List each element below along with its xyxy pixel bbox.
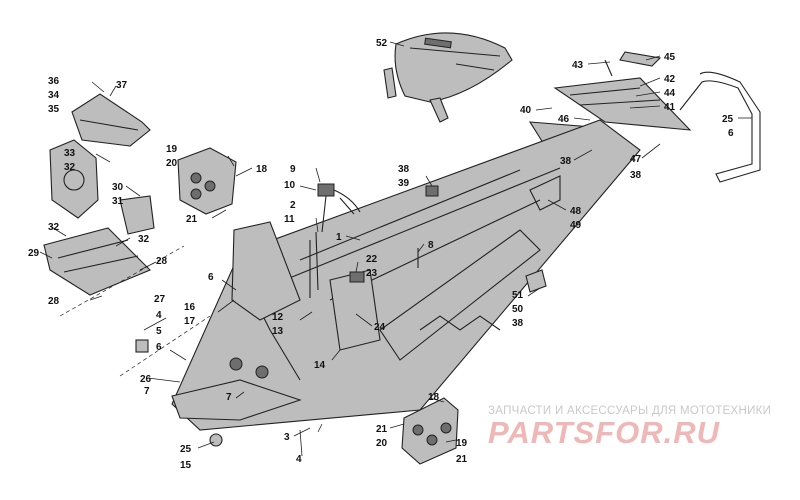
callout-label: 6 bbox=[728, 128, 734, 139]
callout-label: 33 bbox=[64, 148, 76, 159]
callout-label: 5 bbox=[156, 326, 162, 337]
callout-label: 14 bbox=[314, 360, 326, 371]
callout-label: 48 bbox=[570, 206, 582, 217]
callout-label: 29 bbox=[28, 248, 40, 259]
callout-label: 21 bbox=[456, 454, 468, 465]
callout-label: 49 bbox=[570, 220, 582, 231]
callout-label: 39 bbox=[398, 178, 410, 189]
callout-label: 47 bbox=[630, 154, 642, 165]
watermark-subtitle: ЗАПЧАСТИ И АКСЕССУАРЫ ДЛЯ МОТОТЕХНИКИ bbox=[488, 405, 772, 417]
side-panel-upper bbox=[177, 147, 237, 215]
callout-label: 31 bbox=[112, 196, 124, 207]
callout-label: 36 bbox=[48, 76, 60, 87]
callout-label: 1 bbox=[336, 232, 342, 243]
callout-label: 7 bbox=[144, 386, 150, 397]
leader-lines bbox=[39, 41, 752, 457]
callout-label: 7 bbox=[226, 392, 232, 403]
callout-label: 22 bbox=[366, 254, 378, 265]
callout-label: 3 bbox=[284, 432, 290, 443]
callout-label: 26 bbox=[140, 374, 152, 385]
callout-label: 8 bbox=[428, 240, 434, 251]
callout-label: 20 bbox=[376, 438, 388, 449]
callout-label: 38 bbox=[560, 156, 572, 167]
callout-label: 44 bbox=[664, 88, 676, 99]
seat-part bbox=[383, 32, 513, 123]
group-boundary bbox=[59, 245, 211, 377]
callout-label: 15 bbox=[180, 460, 192, 471]
callout-label: 19 bbox=[166, 144, 178, 155]
callout-label: 38 bbox=[398, 164, 410, 175]
callout-label: 17 bbox=[184, 316, 196, 327]
callout-label: 18 bbox=[428, 392, 440, 403]
callout-label: 20 bbox=[166, 158, 178, 169]
callout-label: 41 bbox=[664, 102, 676, 113]
chassis-frame bbox=[171, 119, 641, 431]
callout-label: 16 bbox=[184, 302, 196, 313]
callout-label: 4 bbox=[296, 454, 302, 465]
side-panel-lower bbox=[401, 397, 459, 465]
callout-label: 19 bbox=[456, 438, 468, 449]
harness-part bbox=[309, 183, 361, 298]
callout-label: 18 bbox=[256, 164, 268, 175]
callout-label: 40 bbox=[520, 105, 532, 116]
callout-label: 11 bbox=[284, 214, 295, 225]
callout-label: 13 bbox=[272, 326, 284, 337]
callout-label: 51 bbox=[512, 290, 524, 301]
callout-label: 10 bbox=[284, 180, 296, 191]
callout-label: 12 bbox=[272, 312, 284, 323]
callout-label: 25 bbox=[722, 114, 734, 125]
callout-label: 24 bbox=[374, 322, 386, 333]
watermark-logo: PARTSFOR.RU bbox=[488, 415, 721, 450]
callout-label: 28 bbox=[48, 296, 60, 307]
callout-label: 34 bbox=[48, 90, 60, 101]
callout-label: 30 bbox=[112, 182, 124, 193]
callout-label: 23 bbox=[366, 268, 378, 279]
callout-label: 28 bbox=[156, 256, 168, 267]
callout-label: 6 bbox=[156, 342, 162, 353]
front-cowl-parts bbox=[43, 93, 155, 296]
callout-label: 27 bbox=[154, 294, 166, 305]
callout-label: 25 bbox=[180, 444, 192, 455]
callout-label: 9 bbox=[290, 164, 296, 175]
callout-label: 35 bbox=[48, 104, 60, 115]
callout-label: 52 bbox=[376, 38, 388, 49]
callout-label: 42 bbox=[664, 74, 676, 85]
callout-label: 37 bbox=[116, 80, 128, 91]
callout-label: 21 bbox=[186, 214, 198, 225]
callout-label: 45 bbox=[664, 52, 676, 63]
callout-label: 50 bbox=[512, 304, 524, 315]
callout-label: 43 bbox=[572, 60, 584, 71]
callout-label: 4 bbox=[156, 310, 162, 321]
callout-labels: 52 45 43 42 44 41 40 46 25 6 38 47 38 36… bbox=[28, 38, 734, 471]
hardware-parts bbox=[135, 185, 439, 447]
callout-label: 46 bbox=[558, 114, 570, 125]
callout-label: 21 bbox=[376, 424, 388, 435]
callout-label: 6 bbox=[208, 272, 214, 283]
callout-label: 32 bbox=[64, 162, 76, 173]
callout-label: 32 bbox=[48, 222, 60, 233]
callout-label: 32 bbox=[138, 234, 150, 245]
callout-label: 2 bbox=[290, 200, 296, 211]
callout-label: 38 bbox=[512, 318, 524, 329]
callout-label: 38 bbox=[630, 170, 642, 181]
